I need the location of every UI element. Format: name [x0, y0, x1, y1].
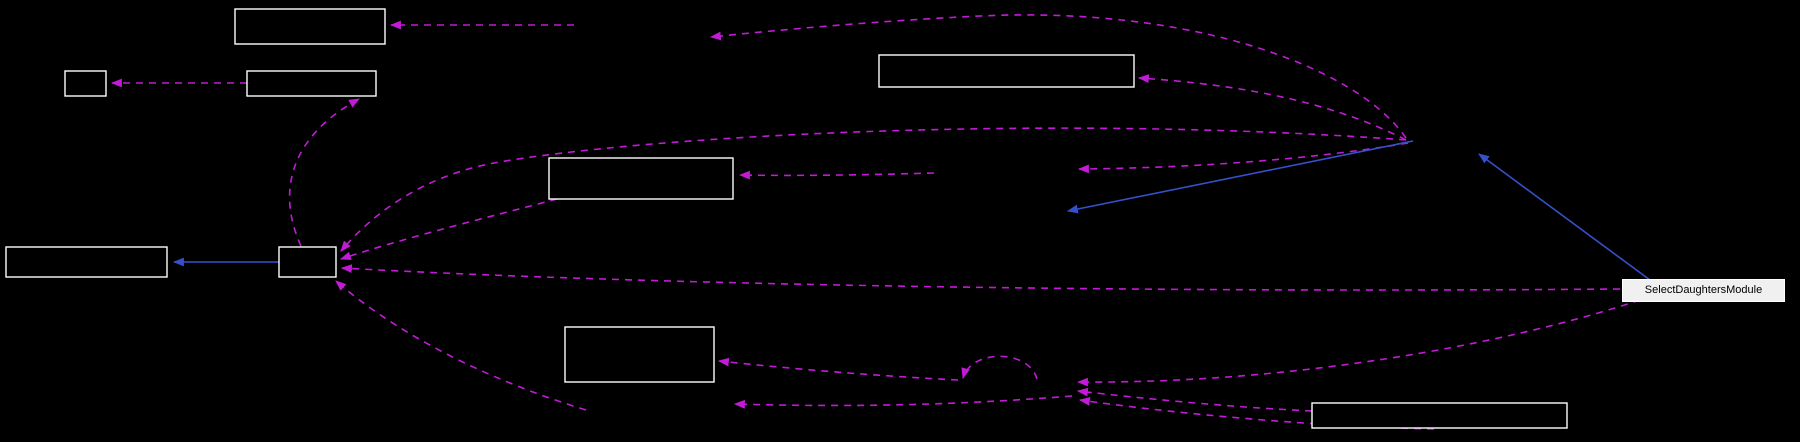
edge-solid-base-chain: [1066, 140, 1414, 214]
edge-dashed-top-arc: [709, 14, 1407, 139]
node-box-8[interactable]: [564, 326, 715, 383]
node-box-7[interactable]: [278, 246, 337, 278]
edge-dashed-self-loop: [961, 355, 1038, 380]
edge-dashed-to-node4: [738, 170, 935, 180]
edge-dashed-to-node5: [1137, 74, 1407, 141]
node-box-5[interactable]: [878, 54, 1135, 88]
edge-dashed-bottom-to-node7: [335, 280, 587, 411]
node-box-6[interactable]: [5, 246, 168, 278]
edge-dashed-current-to-hub-bottom: [1076, 299, 1641, 387]
edge-dashed-mid-right: [1077, 142, 1409, 174]
current-node-select-daughters-module: SelectDaughtersModule: [1622, 279, 1785, 302]
edge-dashed-node7-to-node3: [288, 98, 360, 247]
edge-dashed-hub-to-node7: [340, 127, 1407, 252]
edge-dashed-node9-to-hub-bottom: [1076, 387, 1313, 412]
edge-dashed-current-to-node7: [340, 264, 1621, 291]
node-box-3[interactable]: [246, 70, 377, 97]
node-box-4[interactable]: [548, 157, 734, 200]
edge-solid-current-to-base: [1478, 153, 1651, 281]
node-box-9[interactable]: [1311, 402, 1568, 429]
edge-dashed-to-node8: [717, 357, 959, 381]
edge-dashed-bottom-left: [733, 395, 1073, 409]
node-box-2[interactable]: [64, 70, 107, 97]
node-box-1[interactable]: [234, 8, 386, 45]
edge-dashed-node4-to-node7: [339, 198, 558, 261]
